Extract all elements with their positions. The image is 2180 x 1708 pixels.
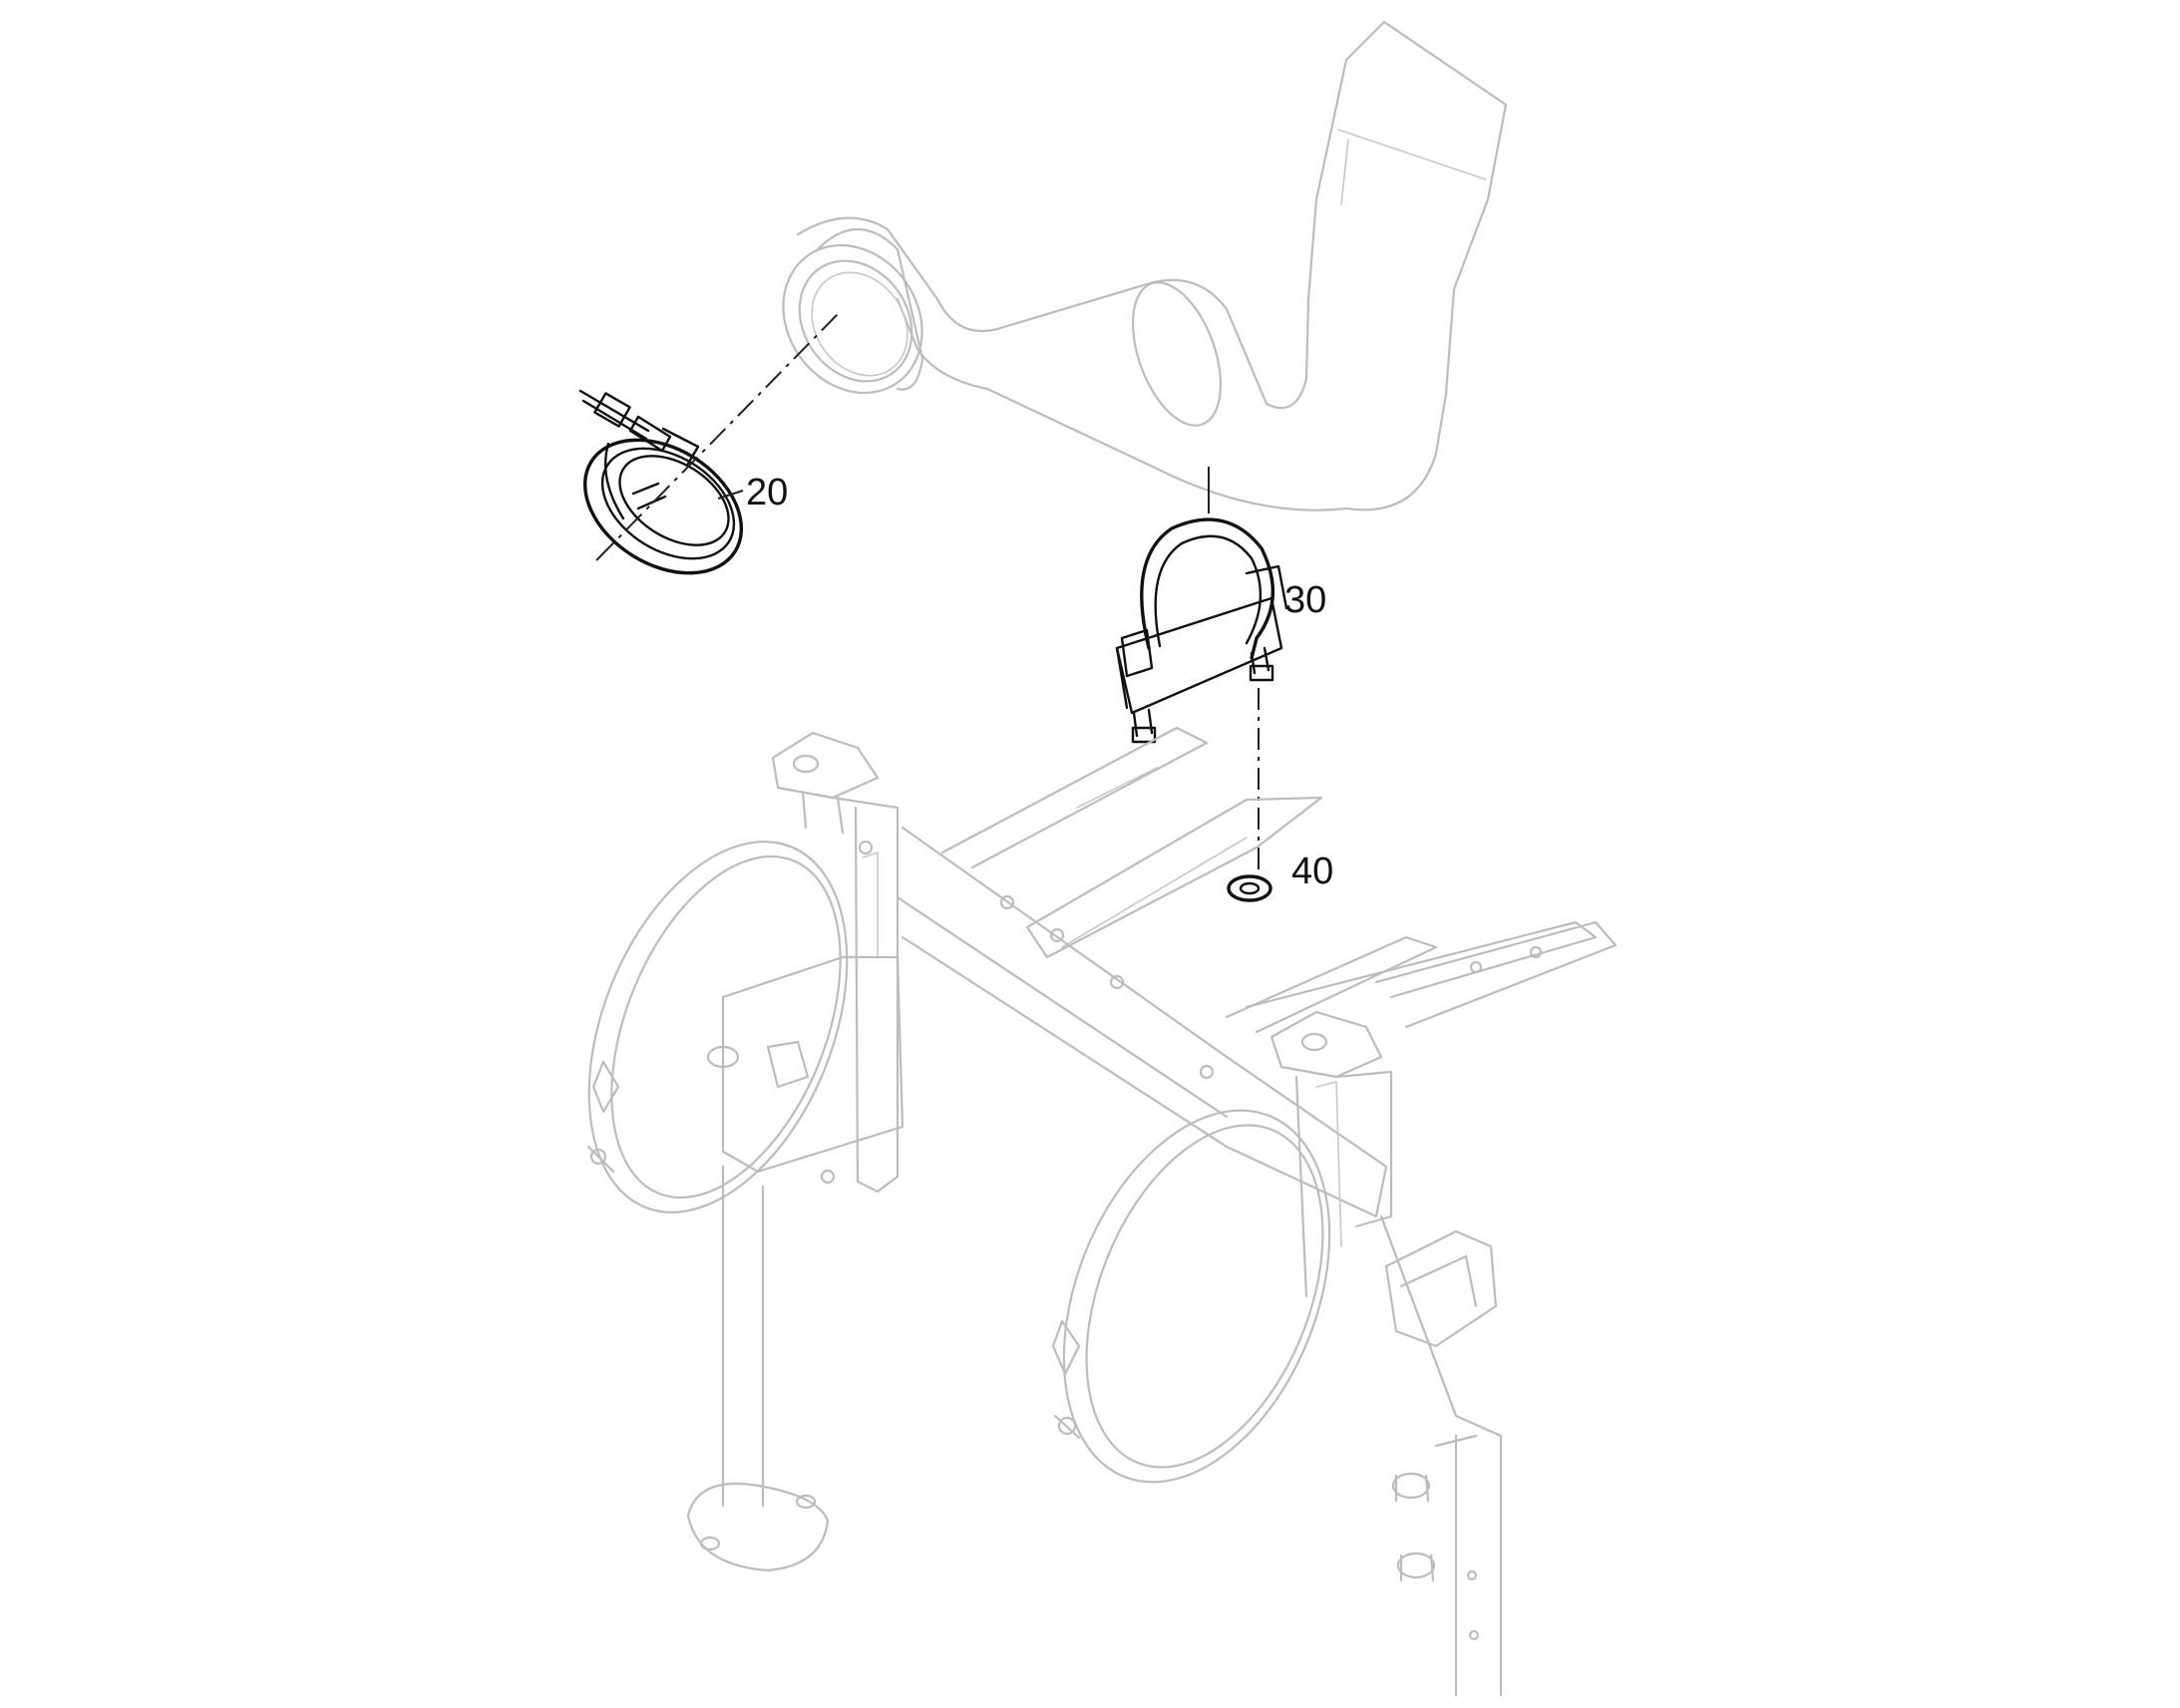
support-frame [586, 726, 1618, 1697]
u-bolt-clamp-part [1115, 517, 1288, 744]
alignment-axis-20 [597, 313, 839, 559]
exhaust-pipe [782, 20, 1508, 512]
alignment-axis-20-tail [595, 557, 599, 561]
callout-label-20: 20 [746, 472, 788, 513]
leader-line-20 [717, 490, 744, 500]
callout-label-40: 40 [1291, 851, 1333, 892]
washer-part [1227, 874, 1272, 902]
callout-label-30: 30 [1284, 579, 1326, 621]
v-band-clamp-part [578, 389, 744, 575]
